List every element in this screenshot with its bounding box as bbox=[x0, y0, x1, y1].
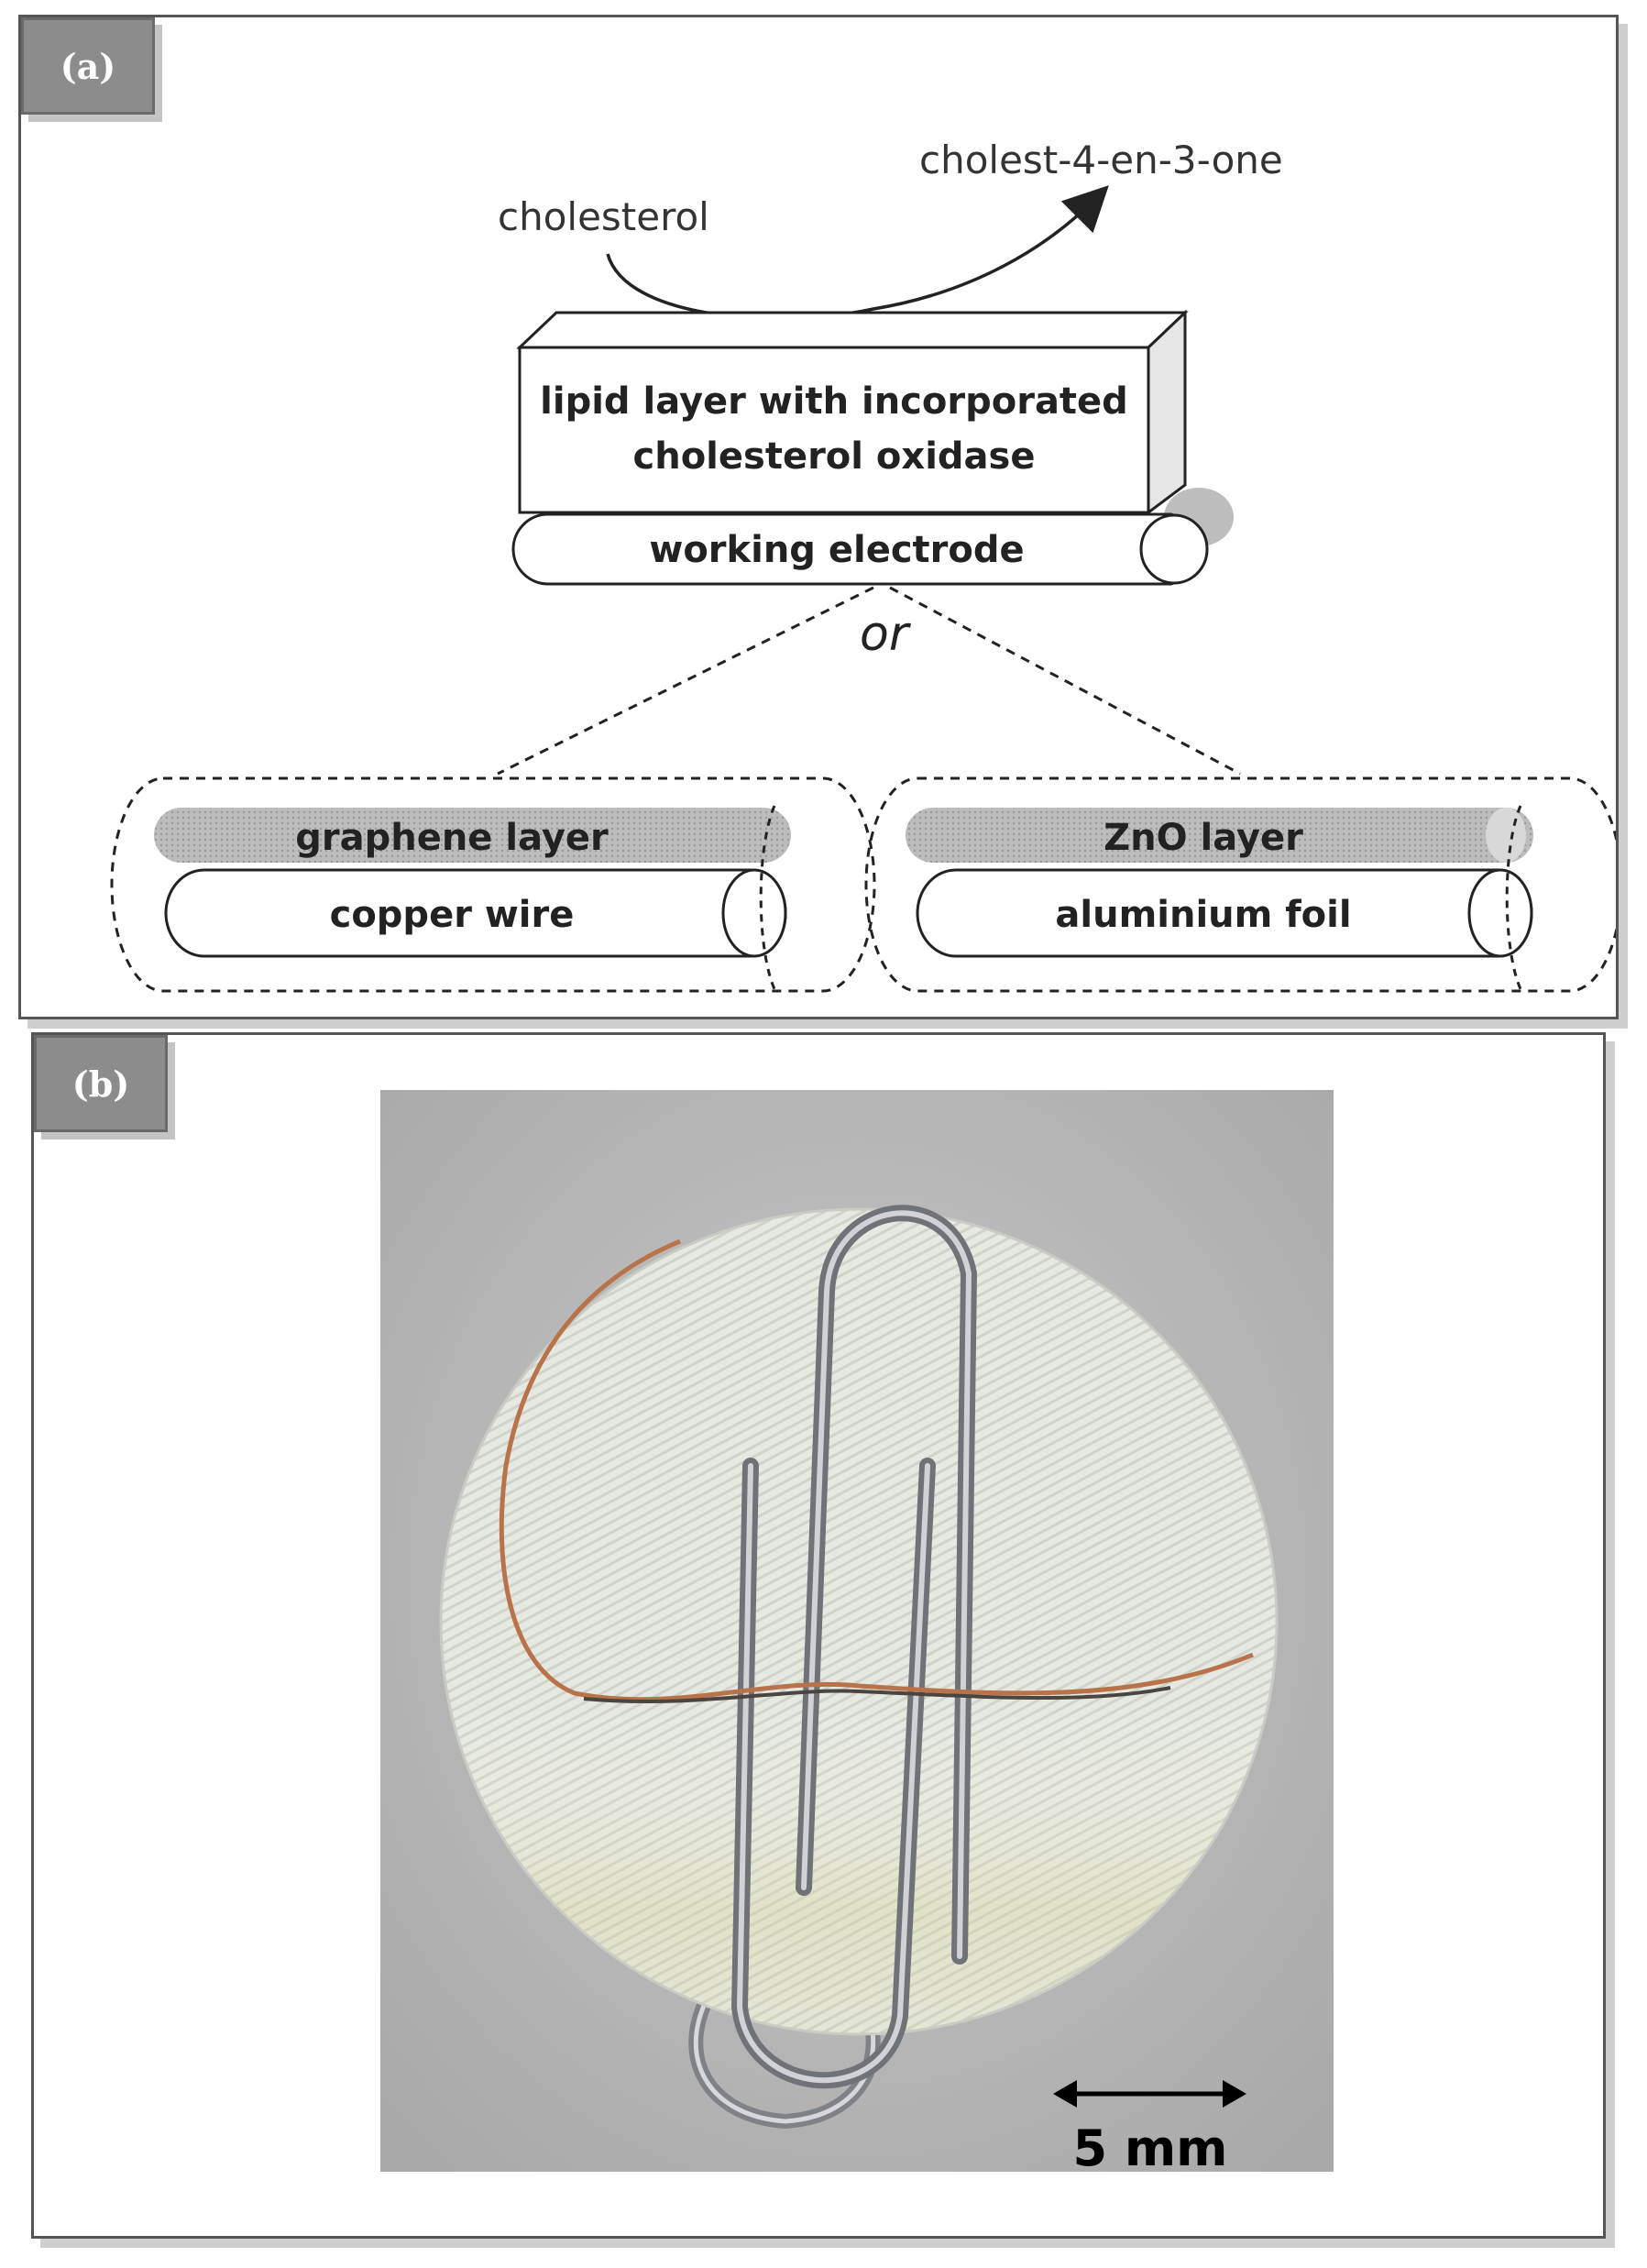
zno-layer bbox=[906, 808, 1533, 863]
panel-b: (b) bbox=[31, 1032, 1606, 2239]
scale-bar bbox=[1053, 2080, 1246, 2108]
zno-layer-label: ZnO layer bbox=[1103, 817, 1303, 859]
right-option-zno-aluminium: ZnO layer aluminium foil bbox=[864, 776, 1616, 993]
electrode-photo: 5 mm bbox=[380, 1090, 1334, 2177]
lipid-layer-box: lipid layer with incorporated cholestero… bbox=[516, 309, 1189, 515]
lipid-layer-line2: cholesterol oxidase bbox=[633, 435, 1036, 478]
left-option-graphene-copper: graphene layer copper wire bbox=[110, 776, 876, 993]
paper-clip bbox=[730, 1205, 978, 2089]
left-leader-line bbox=[497, 586, 874, 776]
copper-wire bbox=[499, 1239, 1254, 1702]
scale-bar-label: 5 mm bbox=[1073, 2119, 1228, 2177]
right-leader-line bbox=[889, 586, 1241, 776]
panel-a-label: (a) bbox=[21, 17, 155, 115]
aluminium-foil-label: aluminium foil bbox=[1055, 894, 1351, 936]
panel-a: (a) cholesterol cholest-4-en-3-one lipid… bbox=[18, 15, 1619, 1019]
electrode-diagram: cholesterol cholest-4-en-3-one lipid lay… bbox=[110, 138, 1616, 993]
graphene-layer-label: graphene layer bbox=[295, 817, 609, 859]
reaction-arrow bbox=[606, 185, 1109, 321]
reactant-label: cholesterol bbox=[498, 194, 709, 239]
graphene-layer bbox=[154, 808, 791, 863]
or-label: or bbox=[860, 607, 912, 662]
panel-b-label: (b) bbox=[34, 1035, 168, 1132]
product-label: cholest-4-en-3-one bbox=[919, 138, 1283, 182]
working-electrode-label: working electrode bbox=[649, 529, 1024, 571]
working-electrode: working electrode bbox=[511, 488, 1234, 586]
copper-wire-label: copper wire bbox=[330, 894, 575, 936]
lipid-layer-line1: lipid layer with incorporated bbox=[540, 380, 1128, 423]
